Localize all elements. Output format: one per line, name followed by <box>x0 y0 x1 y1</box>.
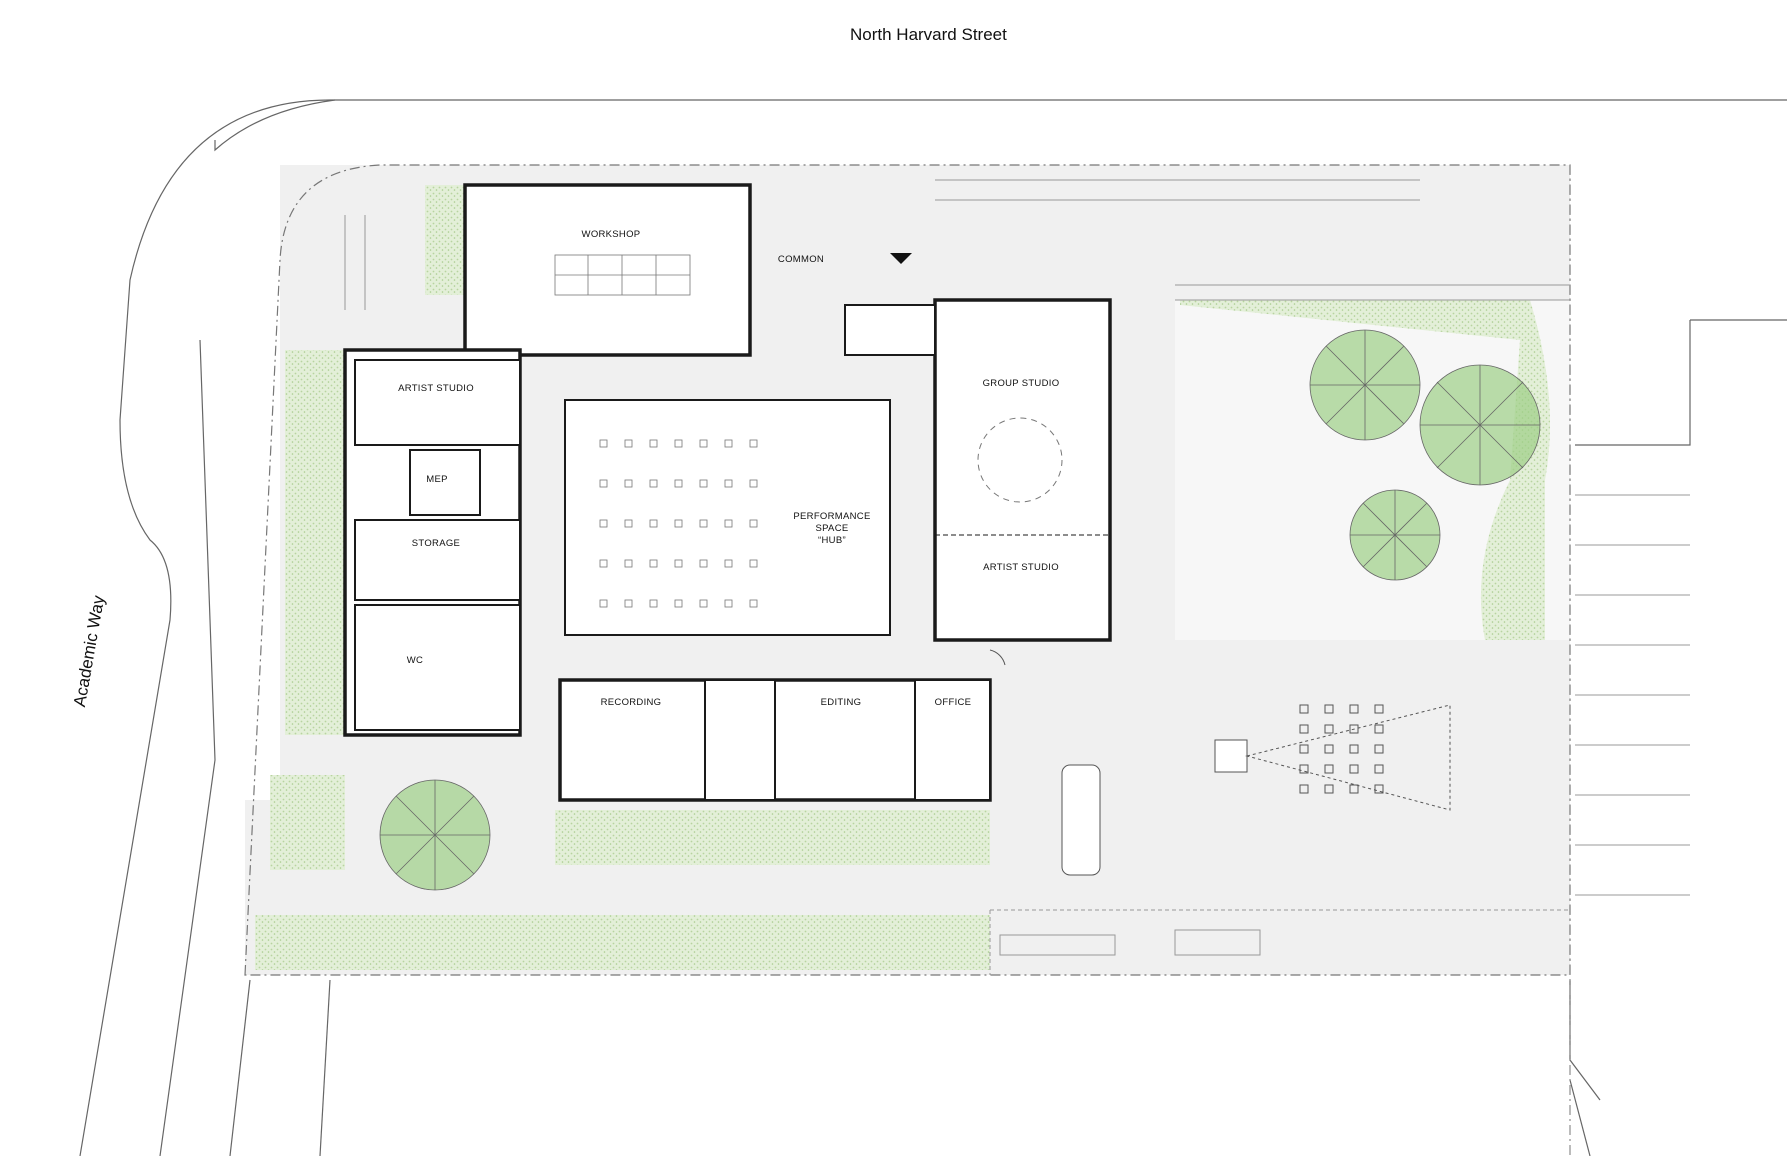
tree-icon <box>1309 329 1421 441</box>
performance-room <box>564 399 891 636</box>
street-label-north: North Harvard Street <box>850 25 1007 44</box>
room-label-common: COMMON <box>778 254 824 265</box>
door-swing-icon <box>989 649 1006 666</box>
entry-arrow-icon <box>890 253 912 264</box>
property-line <box>244 164 1571 976</box>
screen-icon <box>1214 739 1248 773</box>
room-label-artist-studio-east: ARTIST STUDIO <box>983 562 1059 573</box>
chair-icon <box>1299 704 1384 794</box>
room-label-wc: WC <box>407 655 423 666</box>
room-label-storage: STORAGE <box>412 538 460 549</box>
group-circle <box>977 417 1063 503</box>
room-label-workshop: WORKSHOP <box>582 229 641 240</box>
road-lines <box>79 99 1787 1156</box>
workshop-room <box>463 183 752 357</box>
tree-icon <box>1419 364 1541 486</box>
tree-icon <box>1349 489 1441 581</box>
room-label-group-studio: GROUP STUDIO <box>983 378 1060 389</box>
mep-room <box>409 449 481 516</box>
van-icon <box>1061 764 1101 876</box>
room-label-performance-3: “HUB” <box>818 535 846 546</box>
room-label-office: OFFICE <box>935 697 972 708</box>
outdoor-cinema <box>1061 704 1451 876</box>
vegetation <box>255 185 1550 970</box>
entry-vestibule <box>844 304 936 356</box>
building <box>343 183 1112 802</box>
room-label-performance-2: SPACE <box>815 523 848 534</box>
tree-icon <box>379 779 491 891</box>
wc-room <box>354 604 521 731</box>
group-studio-room <box>933 298 1112 642</box>
room-label-editing: EDITING <box>821 697 862 708</box>
office-room <box>914 679 991 801</box>
trees <box>379 329 1541 891</box>
room-label-recording: RECORDING <box>601 697 662 708</box>
artist-studio-west-room <box>354 359 521 446</box>
room-label-performance-1: PERFORMANCE <box>793 511 870 522</box>
parking-stalls <box>344 179 1690 975</box>
chair-icon <box>599 439 758 608</box>
editing-divider-1 <box>704 679 776 801</box>
table-icon <box>554 254 691 296</box>
storage-room <box>354 519 521 601</box>
room-label-mep: MEP <box>426 474 448 485</box>
room-label-artist-studio-west: ARTIST STUDIO <box>398 383 474 394</box>
room-labels: WORKSHOP COMMON ARTIST STUDIO MEP STORAG… <box>398 229 1059 708</box>
